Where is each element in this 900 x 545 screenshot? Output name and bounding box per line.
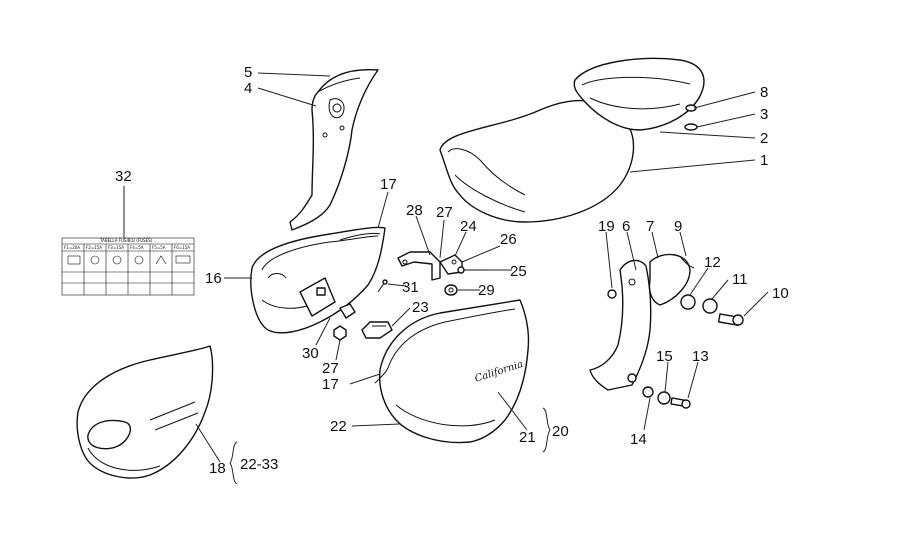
fuse-label: TABELLA FUSIBILI (FUSES) F1=20A F2=15A F… <box>61 237 195 296</box>
callout-22-33: 22-33 <box>240 456 278 473</box>
callout-13: 13 <box>692 348 709 365</box>
left-side-frame <box>250 226 386 334</box>
rear-bracket <box>289 68 379 231</box>
fuse-col: F6=15A <box>174 245 190 250</box>
callout-11: 11 <box>732 271 748 288</box>
bracket-assembly <box>397 251 463 281</box>
callout-17b: 17 <box>322 376 339 393</box>
callout-24: 24 <box>460 218 477 235</box>
clip-23 <box>361 321 393 339</box>
fuse-col: F3=15A <box>108 245 124 250</box>
callout-17a: 17 <box>380 176 397 193</box>
fuse-col: F1=20A <box>64 245 80 250</box>
callout-7: 7 <box>646 218 654 235</box>
callout-10: 10 <box>772 285 789 302</box>
callout-23: 23 <box>412 299 429 316</box>
callout-1: 1 <box>760 152 768 169</box>
callout-21: 21 <box>519 429 536 446</box>
callout-6: 6 <box>622 218 630 235</box>
screw-31 <box>377 279 388 293</box>
callout-16: 16 <box>205 270 222 287</box>
fuse-col: F5=5A <box>152 245 166 250</box>
callout-27a: 27 <box>436 204 453 221</box>
side-bracket <box>589 253 695 391</box>
left-side-cover <box>76 345 214 479</box>
callout-29: 29 <box>478 282 495 299</box>
callout-18: 18 <box>209 460 226 477</box>
right-side-cover: California <box>374 299 530 444</box>
callout-labels: 5 4 8 3 2 1 32 16 17 28 27 24 26 25 29 3… <box>115 64 789 477</box>
seat <box>439 57 705 223</box>
callout-2: 2 <box>760 130 768 147</box>
callout-9: 9 <box>674 218 682 235</box>
spacers-bolts-right <box>680 294 744 327</box>
callout-22: 22 <box>330 418 347 435</box>
callout-31: 31 <box>402 279 419 296</box>
lower-bolts <box>642 386 691 409</box>
leader-lines <box>123 72 769 485</box>
callout-32: 32 <box>115 168 132 185</box>
screws <box>444 266 490 296</box>
callout-26: 26 <box>500 231 517 248</box>
nut-washer <box>684 104 698 131</box>
callout-4: 4 <box>244 80 252 97</box>
nut-27-30 <box>333 303 356 341</box>
fuse-label-title: TABELLA FUSIBILI (FUSES) <box>99 238 153 243</box>
callout-8: 8 <box>760 84 768 101</box>
callout-15: 15 <box>656 348 673 365</box>
fuse-col: F2=15A <box>86 245 102 250</box>
callout-25: 25 <box>510 263 527 280</box>
callout-12: 12 <box>704 254 721 271</box>
callout-28: 28 <box>406 202 423 219</box>
callout-5: 5 <box>244 64 252 81</box>
fuse-col: F4=5A <box>130 245 144 250</box>
callout-27b: 27 <box>322 360 339 377</box>
callout-14: 14 <box>630 431 647 448</box>
callout-3: 3 <box>760 106 768 123</box>
callout-20: 20 <box>552 423 569 440</box>
callout-19: 19 <box>598 218 615 235</box>
callout-30: 30 <box>302 345 319 362</box>
